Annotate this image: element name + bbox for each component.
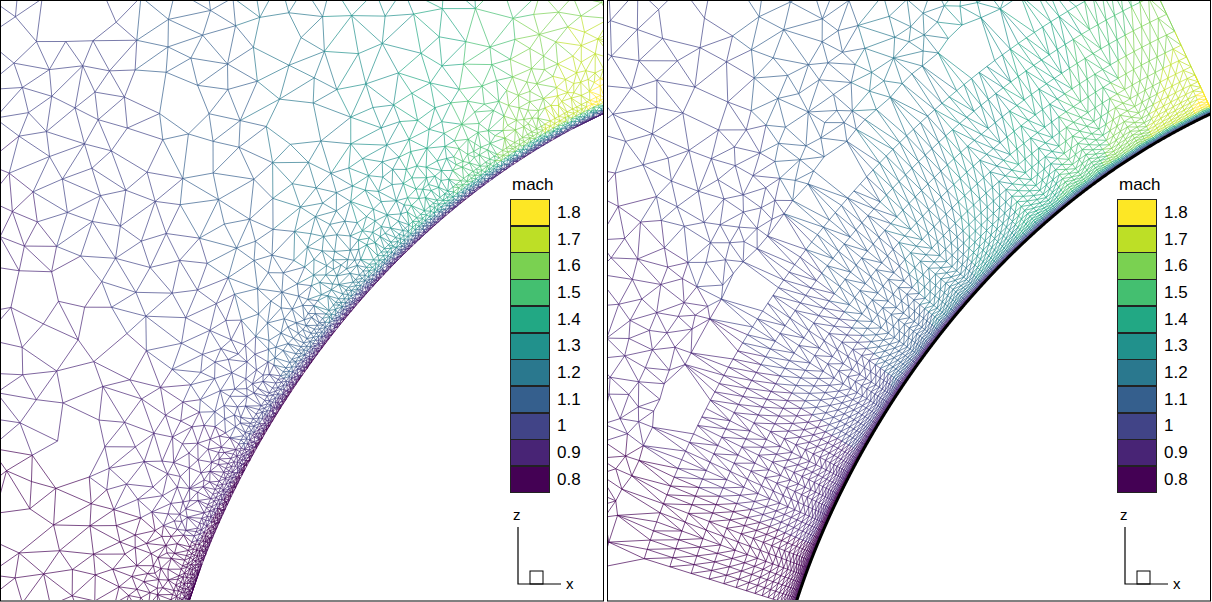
legend-swatch bbox=[1117, 279, 1157, 306]
legend-label: 1.7 bbox=[557, 231, 581, 248]
axis-triad bbox=[1125, 527, 1168, 584]
legend-swatch bbox=[510, 306, 550, 333]
mesh-clip bbox=[1, 1, 603, 600]
legend-label: 1.4 bbox=[557, 311, 581, 328]
legend-label: 1.1 bbox=[1164, 391, 1188, 408]
mesh-edges bbox=[541, 16, 603, 133]
legend-swatch bbox=[1117, 386, 1157, 413]
legend-swatch bbox=[510, 199, 550, 226]
legend-label: 0.9 bbox=[1164, 444, 1188, 461]
wall-line bbox=[795, 110, 1210, 600]
mesh-edges bbox=[444, 1, 603, 193]
legend-label: 1 bbox=[557, 417, 566, 434]
legend-label: 1.5 bbox=[557, 284, 581, 301]
axis-label: z bbox=[1120, 507, 1128, 522]
legend-label: 1.3 bbox=[557, 337, 581, 354]
legend-label: 1.8 bbox=[557, 204, 581, 221]
panel-frame bbox=[608, 1, 1211, 602]
legend-label: 1.2 bbox=[1164, 364, 1188, 381]
mesh-edges bbox=[394, 1, 603, 234]
legend-label: 1.7 bbox=[1164, 231, 1188, 248]
axis-label: x bbox=[1173, 576, 1181, 591]
legend-swatch bbox=[1117, 226, 1157, 253]
mesh-edges bbox=[1, 110, 603, 600]
legend-label: 1.3 bbox=[1164, 337, 1188, 354]
legend-swatch bbox=[1117, 333, 1157, 360]
legend-swatch bbox=[1117, 199, 1157, 226]
axis-label: x bbox=[566, 576, 574, 591]
mesh-edges bbox=[849, 1, 1210, 328]
legend-label: 1.6 bbox=[1164, 257, 1188, 274]
legend-swatch bbox=[510, 279, 550, 306]
legend-swatch bbox=[510, 252, 550, 279]
legend-swatch bbox=[1117, 466, 1157, 493]
axis-line bbox=[1125, 527, 1168, 584]
legend-swatch bbox=[510, 386, 550, 413]
legend-swatch bbox=[1117, 359, 1157, 386]
axis-triad bbox=[518, 527, 561, 584]
axis-label: z bbox=[513, 507, 521, 522]
mesh-edges bbox=[1000, 1, 1210, 238]
panel-frame bbox=[1, 1, 604, 602]
mesh-edges bbox=[587, 70, 603, 111]
mesh-edges bbox=[1055, 1, 1210, 201]
mesh-panel bbox=[587, 0, 1212, 602]
axis-corner bbox=[530, 571, 543, 584]
mesh-edges bbox=[1, 1, 603, 449]
mesh-edges bbox=[933, 1, 1210, 279]
legend-swatch bbox=[510, 466, 550, 493]
axis-line bbox=[518, 527, 561, 584]
legend-swatch bbox=[1117, 306, 1157, 333]
legend-label: 1 bbox=[1164, 417, 1173, 434]
legend-label: 0.8 bbox=[1164, 471, 1188, 488]
legend-title: mach bbox=[1119, 176, 1161, 193]
legend-label: 1.5 bbox=[1164, 284, 1188, 301]
legend-label: 1.1 bbox=[557, 391, 581, 408]
mesh-edges bbox=[495, 1, 603, 161]
legend-swatch bbox=[510, 226, 550, 253]
legend-swatch bbox=[510, 333, 550, 360]
legend-swatch bbox=[1117, 252, 1157, 279]
legend-label: 0.9 bbox=[557, 444, 581, 461]
legend-label: 0.8 bbox=[557, 471, 581, 488]
legend-label: 1.2 bbox=[557, 364, 581, 381]
legend-swatch bbox=[510, 413, 550, 440]
legend-title: mach bbox=[512, 176, 554, 193]
mesh-edges bbox=[1, 110, 603, 545]
legend-swatch bbox=[1117, 413, 1157, 440]
mesh-panel bbox=[0, 0, 623, 602]
mesh-edges bbox=[1192, 75, 1210, 113]
legend-label: 1.6 bbox=[557, 257, 581, 274]
mesh-edges bbox=[1102, 1, 1210, 165]
legend-label: 1.8 bbox=[1164, 204, 1188, 221]
axis-corner bbox=[1137, 571, 1150, 584]
mesh-edges bbox=[233, 1, 603, 322]
mesh-edges bbox=[135, 1, 603, 378]
mesh-clip bbox=[608, 1, 1210, 600]
legend-swatch bbox=[510, 359, 550, 386]
legend-label: 1.4 bbox=[1164, 311, 1188, 328]
legend-swatch bbox=[1117, 439, 1157, 466]
legend-swatch bbox=[510, 439, 550, 466]
